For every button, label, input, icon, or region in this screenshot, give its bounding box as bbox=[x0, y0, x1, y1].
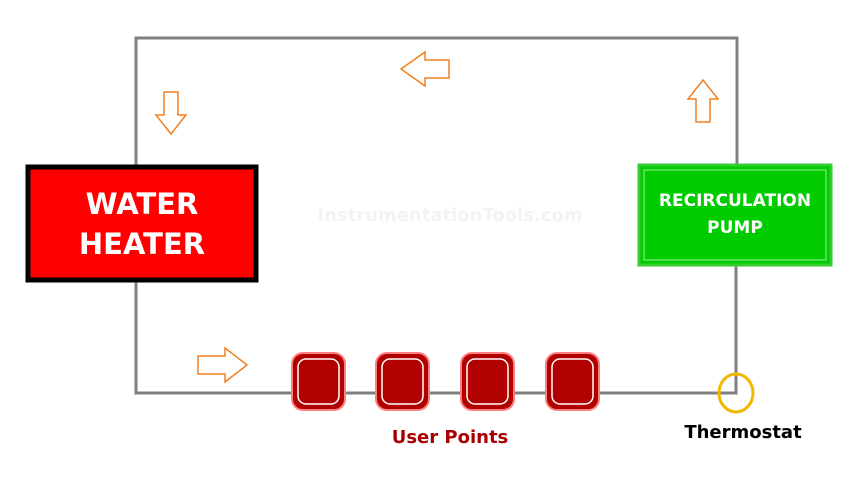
user-point bbox=[460, 352, 515, 411]
water-heater-label-line1: WATER bbox=[85, 187, 199, 221]
watermark: InstrumentationTools.com bbox=[317, 205, 583, 226]
recirculation-pipe bbox=[134, 36, 739, 170]
flow-arrows bbox=[154, 50, 720, 384]
user-points-label: User Points bbox=[391, 427, 509, 448]
flow-arrow-up-icon bbox=[686, 78, 720, 123]
water-heater-box bbox=[25, 164, 259, 283]
recirculation-pump-label-line2: PUMP bbox=[707, 218, 763, 238]
recirculation-pump-inner-border bbox=[643, 169, 827, 261]
user-point bbox=[375, 352, 430, 411]
recirculation-pump-label-line1: RECIRCULATION bbox=[658, 191, 812, 211]
return-pipe bbox=[134, 264, 738, 395]
thermostat-ring-icon bbox=[717, 372, 755, 414]
flow-arrow-left-icon bbox=[399, 50, 450, 88]
water-heater-label-line2: HEATER bbox=[78, 227, 206, 261]
user-points bbox=[291, 352, 600, 411]
flow-arrow-down-icon bbox=[154, 91, 188, 136]
recirculation-pump-label: RECIRCULATION PUMP bbox=[641, 167, 829, 263]
flow-arrow-right-icon bbox=[197, 346, 249, 384]
water-heater-label: WATER HEATER bbox=[30, 170, 254, 278]
user-point bbox=[545, 352, 600, 411]
thermostat-label: Thermostat bbox=[684, 422, 802, 443]
user-point bbox=[291, 352, 346, 411]
recirculation-pump-box bbox=[637, 163, 833, 267]
